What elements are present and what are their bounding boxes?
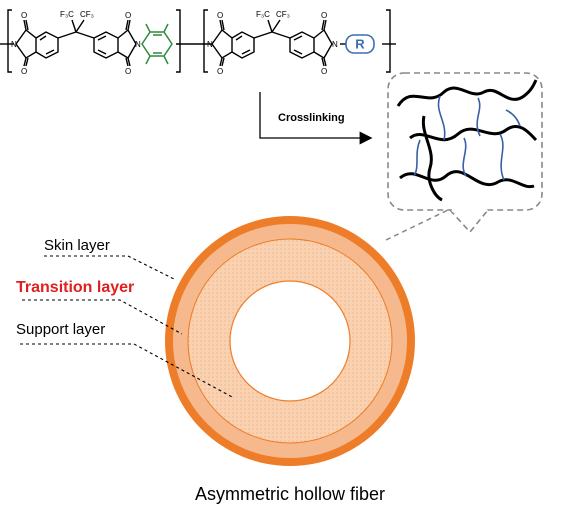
- support-leader-line: [20, 343, 235, 399]
- crosslink-4: [413, 139, 421, 177]
- unit2-o-1: O: [217, 11, 223, 20]
- r-group-label: R: [355, 37, 365, 52]
- unit1-o-3: O: [125, 11, 131, 20]
- r-group-box: [345, 34, 375, 54]
- unit1-cf3-left: F₃C: [60, 10, 74, 19]
- unit1-o-1: O: [21, 11, 27, 20]
- crosslink-1: [437, 95, 446, 141]
- unit1-cf3-right: CF₃: [80, 10, 94, 19]
- unit2-n-right: N: [332, 40, 338, 49]
- unit1-n-left: N: [11, 40, 17, 49]
- polymer-chain-4: [421, 115, 443, 202]
- skin-layer-label: Skin layer: [44, 237, 110, 254]
- polymer-chain-3: [399, 170, 535, 189]
- bracket-right-2: [386, 9, 391, 73]
- bracket-left-1: [7, 9, 12, 73]
- crosslink-inset: [387, 72, 543, 234]
- crosslinking-arrow: [259, 92, 373, 145]
- polymer-chain-1: [396, 79, 538, 107]
- fiber-bore: [229, 280, 351, 402]
- crosslink-2: [476, 97, 481, 137]
- unit1-o-4: O: [125, 67, 131, 76]
- unit2-o-2: O: [217, 67, 223, 76]
- unit2-o-4: O: [321, 67, 327, 76]
- unit1-o-2: O: [21, 67, 27, 76]
- crosslinking-label: Crosslinking: [278, 112, 345, 124]
- polymer-structure: [0, 9, 396, 73]
- crosslink-3: [505, 109, 521, 127]
- fiber-caption: Asymmetric hollow fiber: [195, 484, 385, 504]
- support-layer-label: Support layer: [16, 321, 105, 338]
- unit1-n-right: N: [135, 40, 141, 49]
- polymer-chain-2: [409, 125, 538, 142]
- hollow-fiber: [165, 216, 415, 466]
- unit2-n-left: N: [207, 40, 213, 49]
- unit2-o-3: O: [321, 11, 327, 20]
- polymer-structure-unit-2: [211, 19, 346, 67]
- inset-connector: [385, 209, 449, 241]
- bracket-right-1: [176, 9, 181, 73]
- unit2-cf3-left: F₃C: [256, 10, 270, 19]
- crosslink-5: [462, 137, 467, 177]
- mesityl-ring: [141, 23, 173, 65]
- crosslink-6: [499, 133, 505, 181]
- unit2-cf3-right: CF₃: [276, 10, 290, 19]
- skin-leader-line: [44, 255, 177, 281]
- transition-layer-label: Transition layer: [16, 279, 134, 296]
- bracket-left-2: [203, 9, 208, 73]
- transition-leader-line: [22, 299, 183, 335]
